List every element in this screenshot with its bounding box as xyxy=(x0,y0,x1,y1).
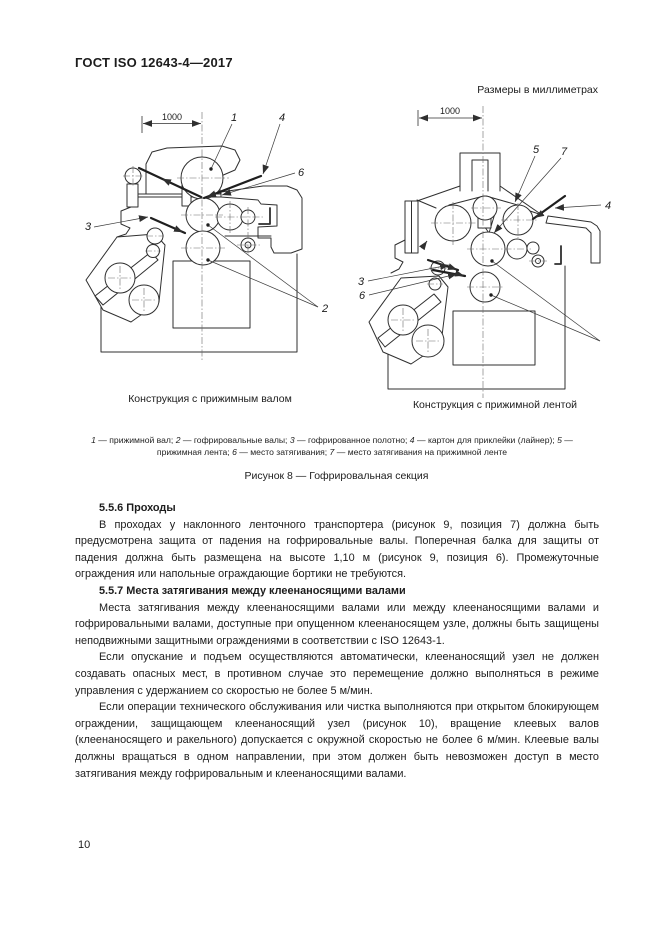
leader-dot xyxy=(209,167,213,171)
leader-dot xyxy=(489,293,493,297)
legend-item: 7 — место затягивания на прижимной ленте xyxy=(329,447,508,457)
section-heading-556: 5.5.6 Проходы xyxy=(99,502,176,514)
leader-lines xyxy=(93,123,319,308)
legend-item: 4 — картон для приклейки (лайнер); xyxy=(409,435,558,445)
dimension-1000 xyxy=(417,110,482,126)
machine-outline xyxy=(368,152,601,390)
leader-dot xyxy=(206,223,210,227)
dimension-label: 1000 xyxy=(162,112,182,122)
legend-item: 2 — гофрировальные валы; xyxy=(175,435,290,445)
machine-outline xyxy=(85,145,303,353)
label-1: 1 xyxy=(231,112,237,124)
legend-item: 5 — прижимная лента; xyxy=(156,435,573,457)
legend-item: 3 — гофрированное полотно; xyxy=(289,435,410,445)
paragraph: Если опускание и подъем осуществляются а… xyxy=(75,651,599,697)
dimension-1000 xyxy=(141,116,201,133)
paragraph: Места затягивания между клеенаносящими в… xyxy=(75,601,599,647)
legend-item: 1 — прижимной вал; xyxy=(91,435,176,445)
web-flow-arrows xyxy=(419,210,545,277)
paragraph: Если операции технического обслуживания … xyxy=(75,701,599,780)
leader-dot xyxy=(206,258,210,262)
label-4: 4 xyxy=(279,112,285,124)
label-7: 7 xyxy=(561,146,568,158)
page-number: 10 xyxy=(78,839,91,851)
left-construction-caption: Конструкция с прижимным валом xyxy=(128,393,292,405)
standard-designation: ГОСТ ISO 12643-4—2017 xyxy=(75,55,233,70)
section-heading-557: 5.5.7 Места затягивания между клеенанося… xyxy=(99,584,406,597)
label-3: 3 xyxy=(85,221,92,233)
right-construction-caption: Конструкция с прижимной лентой xyxy=(412,399,578,411)
label-6: 6 xyxy=(298,167,305,179)
web-flow-arrows xyxy=(161,178,217,233)
units-note: Размеры в миллиметрах xyxy=(477,84,598,96)
label-4: 4 xyxy=(605,200,611,212)
centerlines xyxy=(108,112,265,361)
right-diagram: 1000 5 7 4 3 6 xyxy=(358,106,611,398)
right-arm xyxy=(545,215,601,264)
leader-dot xyxy=(490,259,494,263)
leader-lines xyxy=(367,155,602,342)
right-frame xyxy=(220,185,303,254)
paragraph: В проходах у наклонного ленточного транс… xyxy=(75,518,599,581)
legend-item: 6 — место затягивания; xyxy=(232,447,330,457)
text-body: 5.5.6 Проходы В проходах у наклонного ле… xyxy=(75,500,599,782)
left-diagram: 1000 1 4 6 3 2 xyxy=(85,112,328,361)
label-3: 3 xyxy=(358,276,365,288)
label-6: 6 xyxy=(359,290,366,302)
centerlines xyxy=(391,106,547,398)
base-inner-panel xyxy=(172,260,251,329)
figure-legend: 1 — прижимной вал; 2 — гофрировальные ва… xyxy=(72,434,592,458)
machine-base xyxy=(100,253,298,353)
label-5: 5 xyxy=(533,144,540,156)
base-inner-panel xyxy=(452,310,536,366)
label-2: 2 xyxy=(321,303,328,315)
figure-caption: Рисунок 8 — Гофрировальная секция xyxy=(244,470,429,482)
dimension-label: 1000 xyxy=(440,106,460,116)
